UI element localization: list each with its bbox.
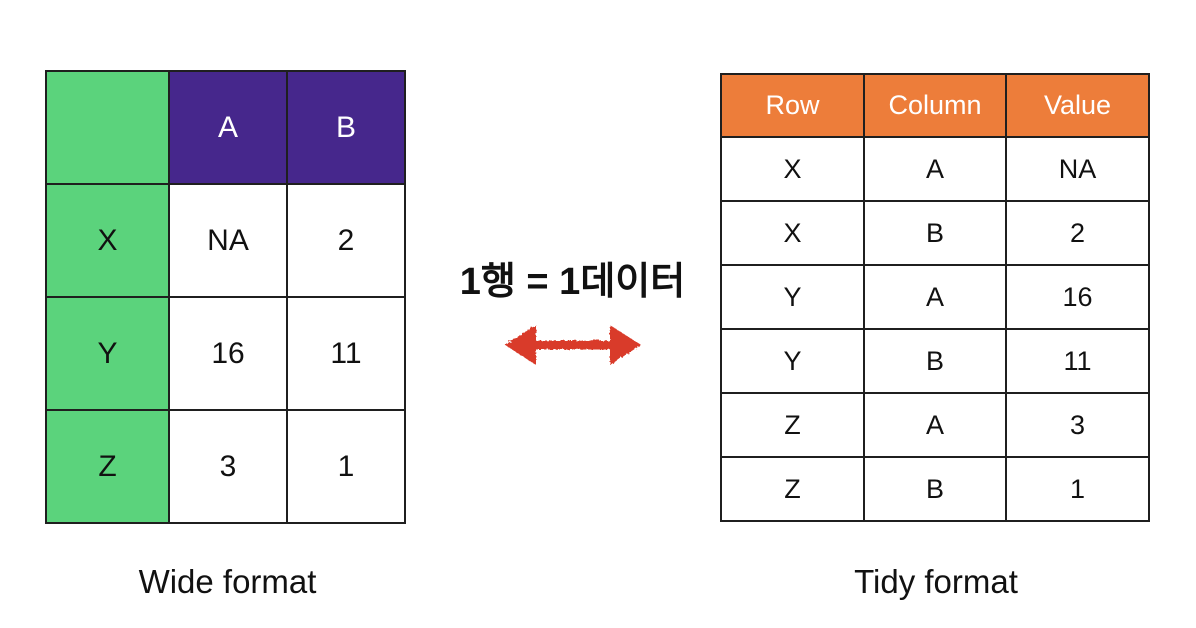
- annotation: 1행 = 1데이터: [440, 250, 705, 376]
- tidy-format-caption: Tidy format: [854, 563, 1018, 600]
- tidy-cell: 2: [1005, 200, 1150, 266]
- wide-cell-z-a: 3: [168, 409, 288, 524]
- wide-format-caption: Wide format: [138, 563, 317, 600]
- tidy-header-column-col: Column: [863, 73, 1007, 138]
- tidy-cell: 3: [1005, 392, 1150, 458]
- tidy-cell: A: [863, 264, 1007, 330]
- tidy-cell: X: [720, 136, 865, 202]
- tidy-cell: Y: [720, 328, 865, 394]
- tidy-cell: A: [863, 392, 1007, 458]
- wide-cell-y-a: 16: [168, 296, 288, 411]
- wide-format-table: A B X NA 2 Y 16 11 Z 3 1: [45, 70, 406, 524]
- tidy-cell: 1: [1005, 456, 1150, 522]
- wide-col-header-a: A: [168, 70, 288, 185]
- tidy-header-row-col: Row: [720, 73, 865, 138]
- table-row: Y 16 11: [45, 296, 406, 411]
- table-row: Z 3 1: [45, 409, 406, 524]
- tidy-format-table: Row Column Value X A NA X B 2 Y A 16 Y B…: [720, 73, 1150, 522]
- wide-cell-z-b: 1: [286, 409, 406, 524]
- wide-col-header-b: B: [286, 70, 406, 185]
- table-row: Y A 16: [720, 264, 1150, 330]
- tidy-header-row: Row Column Value: [720, 73, 1150, 138]
- table-row: X B 2: [720, 200, 1150, 266]
- table-row: X A NA: [720, 136, 1150, 202]
- wide-row-label-z: Z: [45, 409, 170, 524]
- table-row: Y B 11: [720, 328, 1150, 394]
- tidy-cell: Z: [720, 456, 865, 522]
- double-headed-arrow-icon: [440, 319, 705, 376]
- annotation-text: 1행 = 1데이터: [459, 261, 686, 303]
- table-row: Z A 3: [720, 392, 1150, 458]
- table-row: X NA 2: [45, 183, 406, 298]
- tidy-cell: Z: [720, 392, 865, 458]
- table-row: Z B 1: [720, 456, 1150, 522]
- wide-header-row: A B: [45, 70, 406, 185]
- wide-cell-x-b: 2: [286, 183, 406, 298]
- tidy-cell: 11: [1005, 328, 1150, 394]
- wide-row-label-y: Y: [45, 296, 170, 411]
- tidy-cell: Y: [720, 264, 865, 330]
- tidy-header-value-col: Value: [1005, 73, 1150, 138]
- wide-row-label-x: X: [45, 183, 170, 298]
- tidy-cell: NA: [1005, 136, 1150, 202]
- wide-corner-cell: [45, 70, 170, 185]
- tidy-cell: B: [863, 200, 1007, 266]
- tidy-cell: X: [720, 200, 865, 266]
- tidy-cell: B: [863, 456, 1007, 522]
- tidy-cell: A: [863, 136, 1007, 202]
- tidy-cell: B: [863, 328, 1007, 394]
- wide-cell-y-b: 11: [286, 296, 406, 411]
- tidy-cell: 16: [1005, 264, 1150, 330]
- wide-cell-x-a: NA: [168, 183, 288, 298]
